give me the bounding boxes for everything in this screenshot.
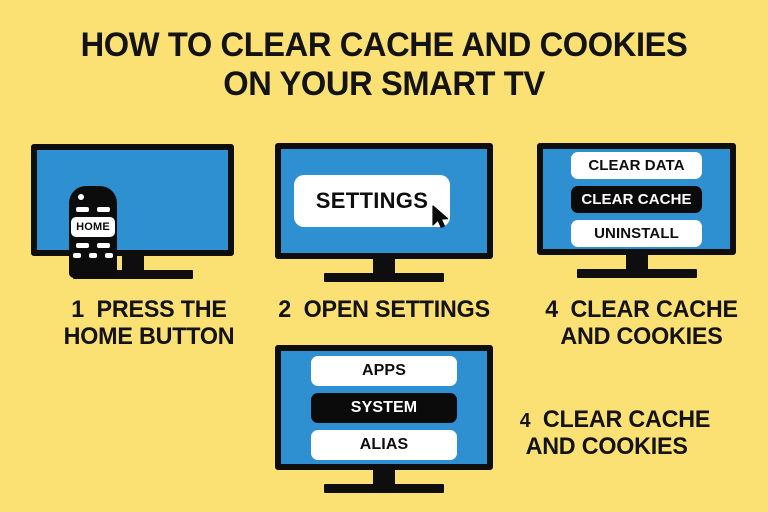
settings-button[interactable]: SETTINGS xyxy=(293,175,451,227)
step-caption-2-line-1: 2 OPEN SETTINGS xyxy=(278,296,490,323)
step-caption-4-line-2: AND COOKIES xyxy=(525,433,688,461)
remote-button[interactable] xyxy=(97,207,110,212)
tv-stand-base xyxy=(72,270,193,279)
menu-item-alias[interactable]: ALIAS xyxy=(311,429,457,460)
tv-stand-neck xyxy=(625,255,648,271)
tv-menu-step-3: CLEAR DATA CLEAR CACHE UNINSTALL xyxy=(543,151,730,247)
step-number-2: 2 xyxy=(278,296,292,323)
mouse-pointer-icon xyxy=(432,205,449,228)
step-caption-3-line-1: 4 CLEAR CACHE xyxy=(545,296,738,323)
remote-button-row-mid xyxy=(69,243,117,248)
menu-item-clear-cache[interactable]: CLEAR CACHE xyxy=(571,185,702,213)
step-caption-1: 1 PRESS THE HOME BUTTON xyxy=(42,296,255,351)
tv-menu-step-4: APPS SYSTEM ALIAS xyxy=(281,355,487,460)
page-title: HOW TO CLEAR CACHE AND COOKIES ON YOUR S… xyxy=(15,26,752,105)
tv-illustration-step-3: CLEAR DATA CLEAR CACHE UNINSTALL xyxy=(537,143,736,278)
tv-stand-neck xyxy=(373,259,395,275)
step-caption-4-line-1: 4 CLEAR CACHE xyxy=(519,406,711,433)
step-caption-3: 4 CLEAR CACHE AND COOKIES xyxy=(532,296,750,351)
step-caption-3-line-2: AND COOKIES xyxy=(560,323,723,351)
remote-button[interactable] xyxy=(76,243,89,248)
menu-item-apps[interactable]: APPS xyxy=(311,355,457,386)
page-title-line-2: ON YOUR SMART TV xyxy=(223,65,545,104)
step-caption-1-line-2: HOME BUTTON xyxy=(63,323,235,351)
tv-illustration-step-1: HOME xyxy=(31,144,234,279)
remote-button-row-top xyxy=(69,207,117,212)
step-caption-4: 4 CLEAR CACHE AND COOKIES xyxy=(520,406,763,461)
remote-button[interactable] xyxy=(89,253,97,258)
step-number-4: 4 xyxy=(519,410,531,432)
step-caption-2: 2 OPEN SETTINGS xyxy=(278,296,490,323)
tv-screen-step-4: APPS SYSTEM ALIAS xyxy=(275,345,493,470)
menu-item-uninstall[interactable]: UNINSTALL xyxy=(571,219,702,247)
tv-screen-step-3: CLEAR DATA CLEAR CACHE UNINSTALL xyxy=(537,143,736,255)
tv-stand-base xyxy=(324,273,444,282)
tv-remote[interactable]: HOME xyxy=(69,186,117,278)
tv-stand-neck xyxy=(121,256,144,272)
page-title-line-1: HOW TO CLEAR CACHE AND COOKIES xyxy=(80,26,688,64)
tv-stand-base xyxy=(576,269,697,278)
remote-button-row-bottom xyxy=(69,253,117,258)
remote-button[interactable] xyxy=(97,243,110,248)
tv-screen-step-1: HOME xyxy=(31,144,234,278)
tv-stand-base xyxy=(324,484,444,493)
tv-illustration-step-2: SETTINGS xyxy=(275,143,493,282)
remote-home-button[interactable]: HOME xyxy=(71,217,115,237)
tv-illustration-step-4: APPS SYSTEM ALIAS xyxy=(275,345,493,493)
tv-stand-neck xyxy=(373,470,395,486)
remote-button[interactable] xyxy=(105,253,113,258)
tv-screen-step-2: SETTINGS xyxy=(275,143,493,259)
step-number-3: 4 xyxy=(545,296,558,323)
remote-power-dot-icon xyxy=(78,194,84,200)
step-caption-1-line-1: 1 PRESS THE xyxy=(71,296,227,323)
menu-item-system[interactable]: SYSTEM xyxy=(311,392,457,423)
menu-item-clear-data[interactable]: CLEAR DATA xyxy=(571,151,702,179)
remote-button[interactable] xyxy=(73,253,81,258)
step-number-1: 1 xyxy=(71,296,84,323)
remote-button[interactable] xyxy=(76,207,89,212)
